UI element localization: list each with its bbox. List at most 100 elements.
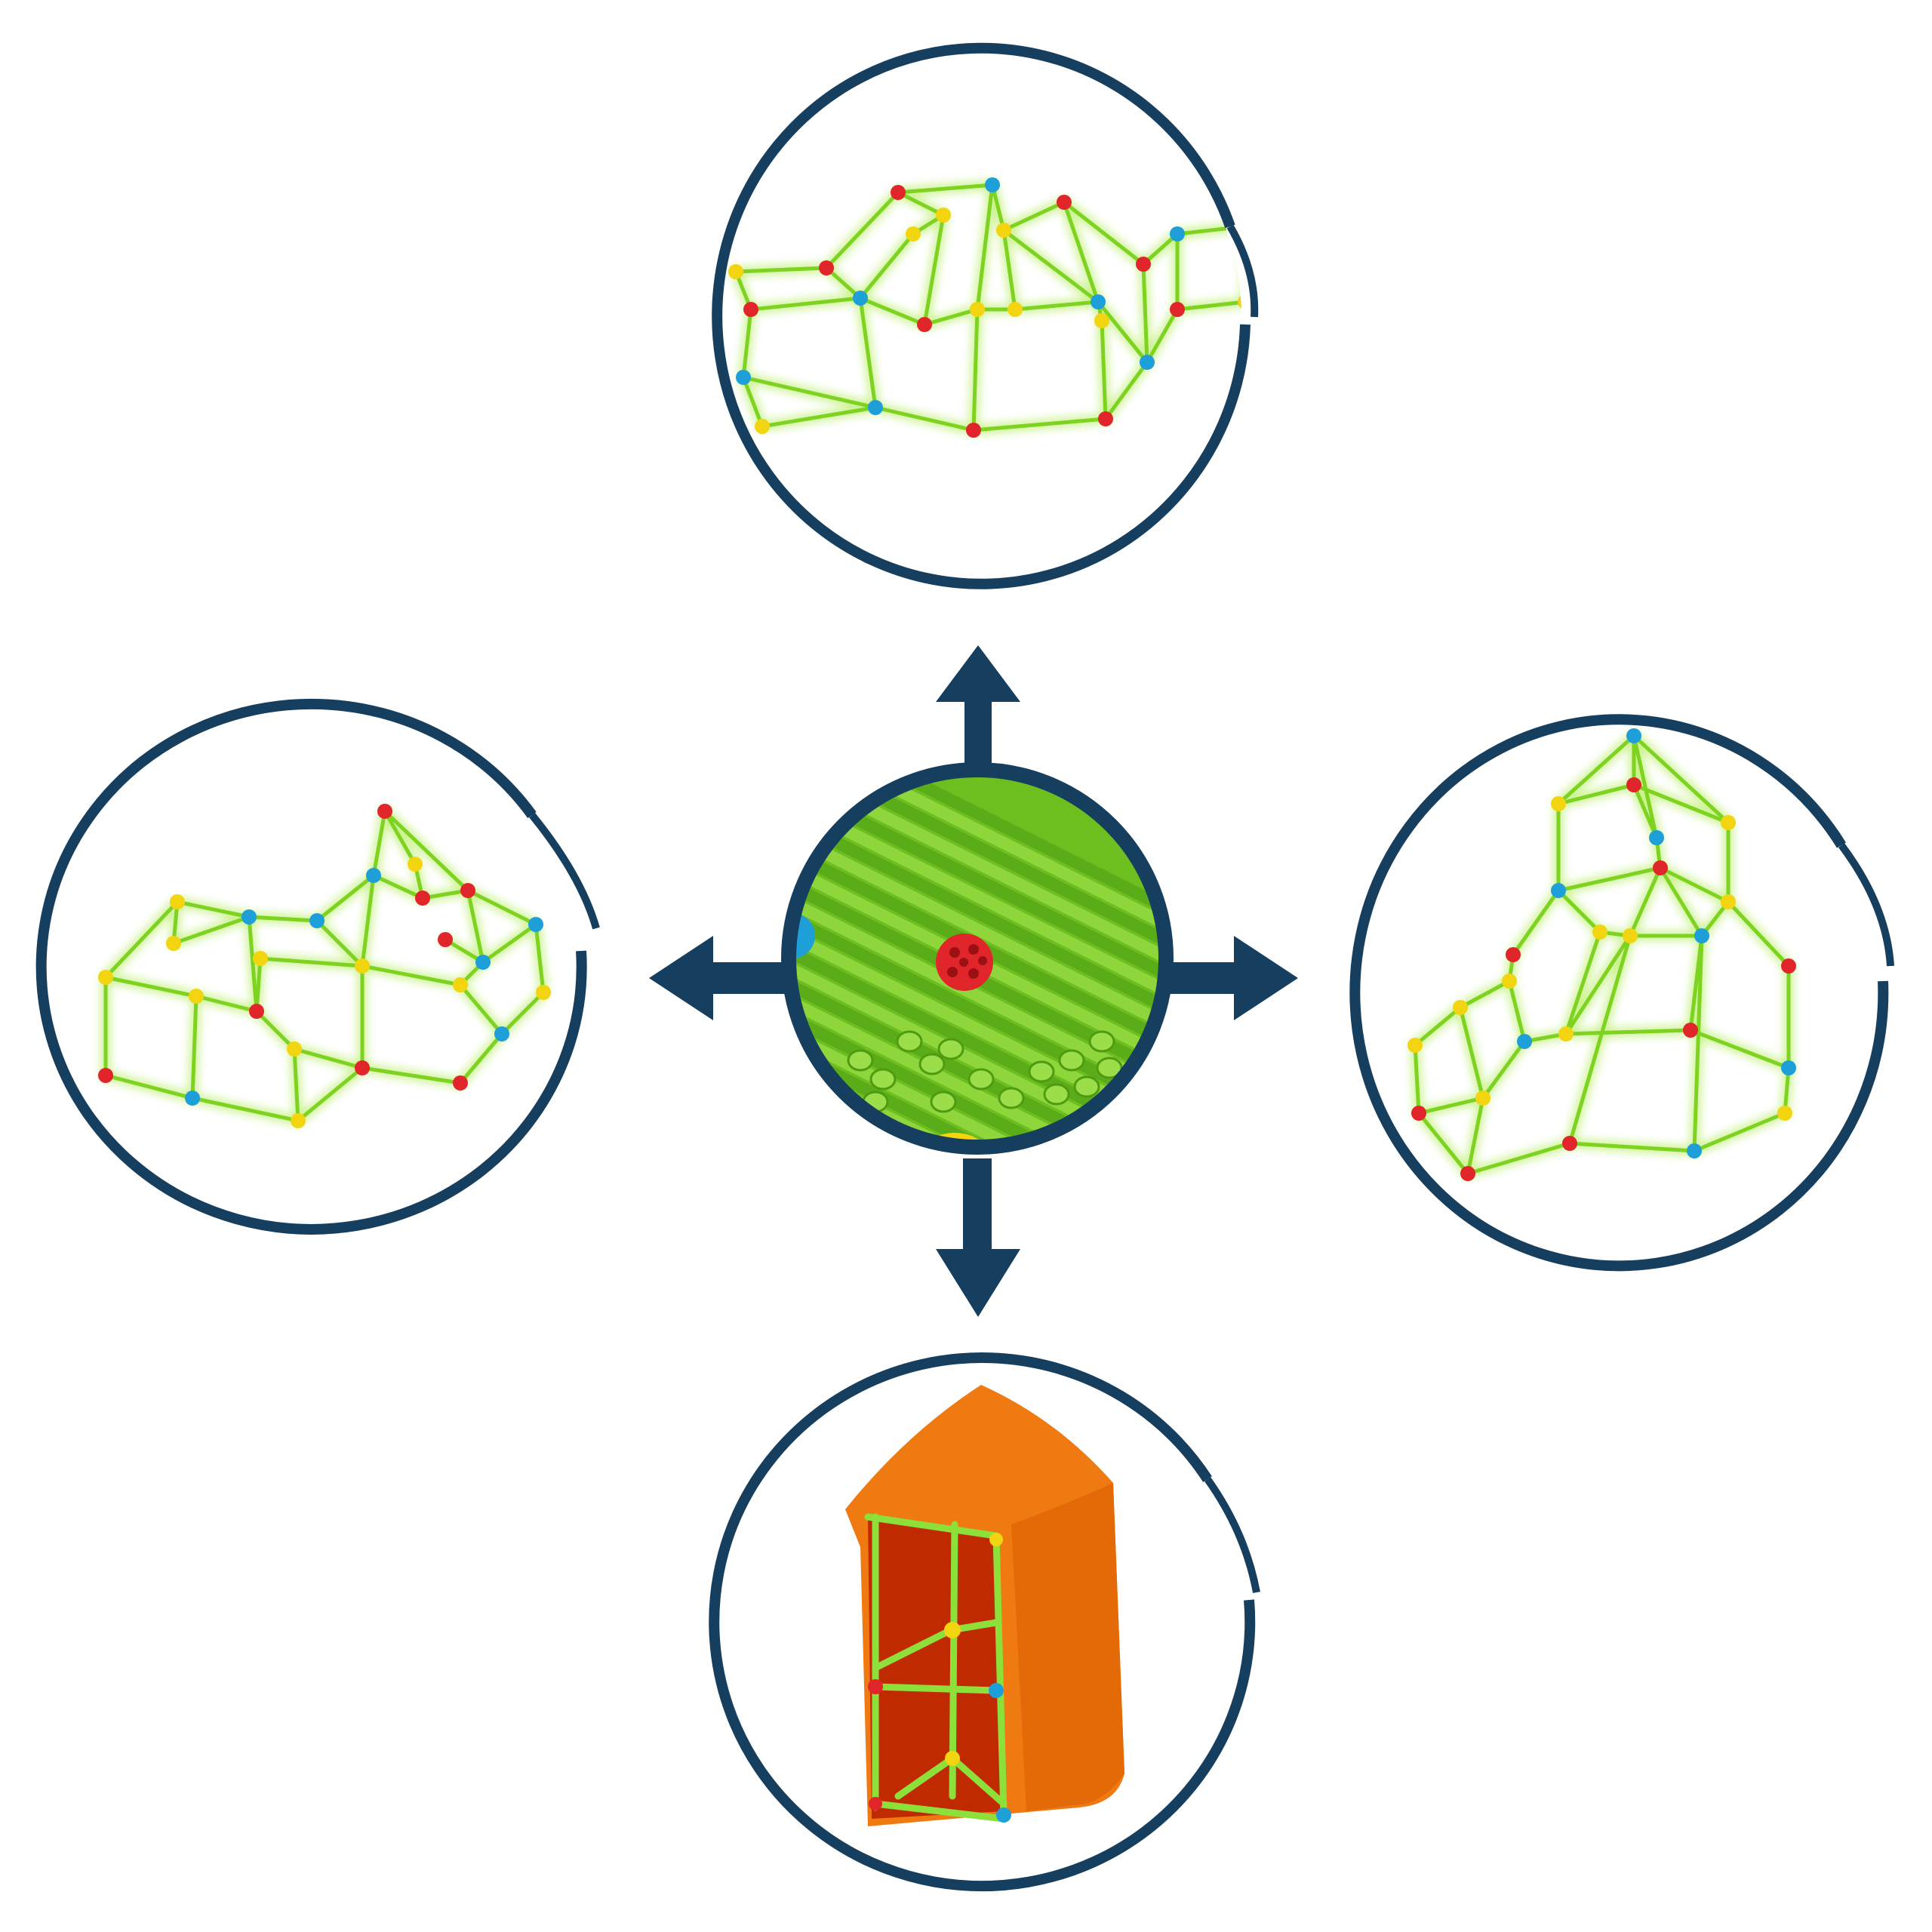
connector-node bbox=[355, 1060, 370, 1075]
rod bbox=[1556, 783, 1636, 806]
connector-node bbox=[1653, 860, 1668, 875]
rod bbox=[1013, 300, 1100, 312]
connector-node bbox=[528, 917, 543, 932]
covered-tent-build bbox=[709, 1352, 1260, 1891]
rod bbox=[1556, 734, 1636, 806]
rods bbox=[103, 809, 546, 1123]
rod bbox=[360, 964, 463, 987]
rod bbox=[789, 986, 1166, 1147]
connector-node bbox=[1460, 1166, 1475, 1181]
connector-node bbox=[408, 857, 423, 872]
connector-node bbox=[1551, 796, 1566, 811]
rod bbox=[292, 1047, 300, 1123]
rod bbox=[1466, 1096, 1485, 1176]
tower-fort-build bbox=[1349, 714, 1894, 1272]
connector-node bbox=[868, 400, 883, 415]
rod bbox=[1692, 1111, 1787, 1153]
rod bbox=[1458, 1005, 1485, 1100]
rod bbox=[1658, 866, 1730, 904]
rod bbox=[1511, 888, 1561, 957]
rod bbox=[103, 1073, 195, 1100]
connector-node bbox=[970, 302, 985, 317]
connector-node bbox=[755, 419, 770, 434]
rod bbox=[258, 956, 365, 968]
rod bbox=[103, 975, 198, 998]
connector-node bbox=[98, 1068, 113, 1083]
rod bbox=[789, 770, 1166, 943]
rod bbox=[896, 190, 946, 217]
tent-fabric-shade bbox=[1011, 1483, 1124, 1811]
connector-node bbox=[728, 264, 743, 279]
left-ring bbox=[35, 698, 587, 1235]
connector-node bbox=[1592, 924, 1607, 940]
connector-node bbox=[355, 958, 370, 974]
rod bbox=[1688, 934, 1704, 1032]
rod bbox=[190, 1096, 300, 1123]
connector-node bbox=[917, 317, 932, 332]
connector-node bbox=[1626, 777, 1641, 792]
rod bbox=[371, 873, 425, 900]
rod bbox=[1692, 934, 1704, 1153]
connector-node bbox=[1098, 411, 1113, 426]
top-ring bbox=[712, 42, 1251, 589]
rod bbox=[1417, 1111, 1470, 1176]
connector-node bbox=[1562, 1136, 1577, 1151]
rod bbox=[247, 915, 319, 923]
rod bbox=[194, 994, 259, 1014]
rod bbox=[749, 296, 863, 312]
rod bbox=[360, 873, 376, 968]
tent-opening bbox=[868, 1517, 1004, 1819]
rod bbox=[175, 900, 251, 919]
connector-node bbox=[1721, 815, 1736, 830]
connector-node bbox=[309, 913, 325, 928]
connector-node bbox=[1094, 313, 1109, 328]
center-ring bbox=[781, 762, 1174, 1155]
rod bbox=[1062, 200, 1100, 304]
connector-node bbox=[1136, 257, 1151, 272]
connector-node bbox=[1777, 1106, 1792, 1121]
connector-node bbox=[453, 977, 468, 992]
connector-node bbox=[1411, 1106, 1426, 1121]
rod bbox=[1564, 934, 1632, 1036]
connector-node bbox=[853, 291, 868, 306]
rod bbox=[458, 983, 504, 1036]
rod bbox=[789, 1035, 1166, 1147]
connector-node bbox=[736, 370, 751, 385]
connector-node bbox=[1626, 728, 1641, 743]
connector-node bbox=[1506, 947, 1521, 962]
rod bbox=[760, 405, 878, 429]
connector-node bbox=[536, 985, 551, 1000]
connector-node bbox=[1502, 974, 1517, 989]
rod bbox=[873, 405, 976, 432]
connector-node bbox=[1649, 830, 1664, 845]
connector-node bbox=[453, 1075, 468, 1091]
connector-node bbox=[743, 302, 758, 317]
rod bbox=[1001, 200, 1066, 232]
right-ring-tail bbox=[1838, 843, 1894, 967]
rod bbox=[1141, 262, 1149, 365]
connector-node bbox=[1008, 302, 1023, 317]
rod bbox=[789, 803, 1166, 1026]
rod bbox=[922, 307, 980, 327]
connector-node bbox=[1091, 294, 1106, 309]
rod bbox=[1001, 228, 1100, 304]
rod bbox=[1632, 734, 1659, 840]
arrow-right-icon bbox=[1166, 936, 1298, 1020]
rod bbox=[254, 956, 263, 1014]
connector-node bbox=[366, 868, 381, 883]
rod bbox=[789, 1019, 1166, 1147]
rod bbox=[458, 1032, 504, 1085]
rod bbox=[741, 375, 764, 429]
connector-node bbox=[1057, 195, 1072, 210]
connector-node bbox=[98, 970, 113, 985]
rod bbox=[858, 232, 915, 300]
rod bbox=[1507, 979, 1527, 1044]
left-ring-tail bbox=[529, 812, 600, 930]
rod bbox=[254, 1009, 297, 1051]
rods bbox=[1413, 734, 1791, 1176]
connector-node bbox=[185, 1091, 200, 1106]
rod bbox=[990, 183, 1006, 232]
rod bbox=[971, 307, 980, 432]
rod bbox=[190, 994, 198, 1100]
connector-node bbox=[1453, 1000, 1468, 1015]
